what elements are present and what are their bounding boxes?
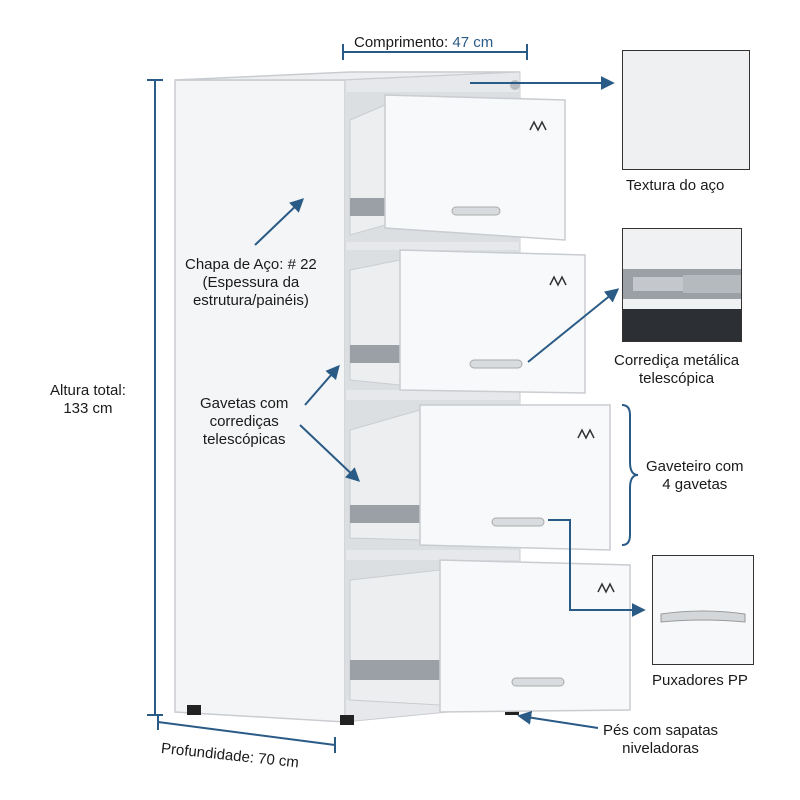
cabinet-label-line-2: 4 gavetas [662, 476, 728, 493]
steel-sheet-line-3: estrutura/painéis) [192, 292, 309, 309]
slide-label-line-2: telescópica [639, 370, 715, 387]
slide-label-line-1: Corrediça metálica [614, 352, 740, 369]
handles-label: Puxadores PP [652, 672, 748, 689]
feet-label: Pés com sapatas niveladoras [603, 722, 718, 758]
handle-detail [660, 610, 746, 623]
slide-rail-detail [623, 269, 741, 341]
cabinet-label-line-1: Gaveteiro com [646, 458, 744, 475]
callout-arrows [254, 76, 646, 729]
length-dimension [342, 44, 528, 60]
drawer-3 [349, 404, 611, 551]
feet-label-line-1: Pés com sapatas [603, 722, 719, 739]
steel-texture-thumbnail [622, 50, 750, 170]
drawer-2 [349, 249, 586, 394]
total-height-label: Altura total: 133 cm [50, 382, 126, 418]
steel-texture-label: Textura do aço [626, 177, 725, 194]
handle-thumbnail [652, 555, 754, 665]
length-label: Comprimento: 47 cm [354, 34, 493, 52]
lock-icon [510, 80, 520, 90]
arrow-to-feet [517, 710, 599, 729]
drawers-label: Gavetas com corrediças telescópicas [200, 395, 288, 449]
steel-sheet-line-2: (Espessura da [202, 274, 300, 291]
drawer-1 [349, 94, 566, 241]
slide-rail [350, 198, 385, 216]
steel-sheet-line-1: Chapa de Aço: # 22 [185, 256, 317, 273]
length-label-value: 47 cm [452, 34, 494, 51]
steel-sheet-label: Chapa de Aço: # 22 (Espessura da estrutu… [185, 256, 317, 310]
total-height-line-1: Altura total: [50, 382, 126, 399]
slide-rail-thumbnail [622, 228, 742, 342]
total-height-line-2: 133 cm [63, 400, 113, 417]
arrow-to-slide [527, 288, 620, 363]
drawer-brace [621, 404, 639, 546]
arrow-to-drawer-2 [304, 364, 340, 406]
arrow-to-handles [548, 519, 646, 617]
drawers-label-line-3: telescópicas [202, 431, 286, 448]
cabinet-label: Gaveteiro com 4 gavetas [646, 458, 744, 494]
drawers-label-line-2: corrediças [209, 413, 279, 430]
arrow-to-drawer-3 [299, 424, 361, 482]
drawer-4 [349, 559, 631, 713]
slide-label: Corrediça metálica telescópica [614, 352, 739, 388]
depth-dimension [157, 714, 336, 753]
length-label-prefix: Comprimento: [354, 34, 453, 51]
height-dimension [147, 79, 163, 716]
feet-label-line-2: niveladoras [622, 740, 699, 757]
arrow-to-steel-sheet [254, 198, 305, 246]
drawers-label-line-1: Gavetas com [200, 395, 289, 412]
